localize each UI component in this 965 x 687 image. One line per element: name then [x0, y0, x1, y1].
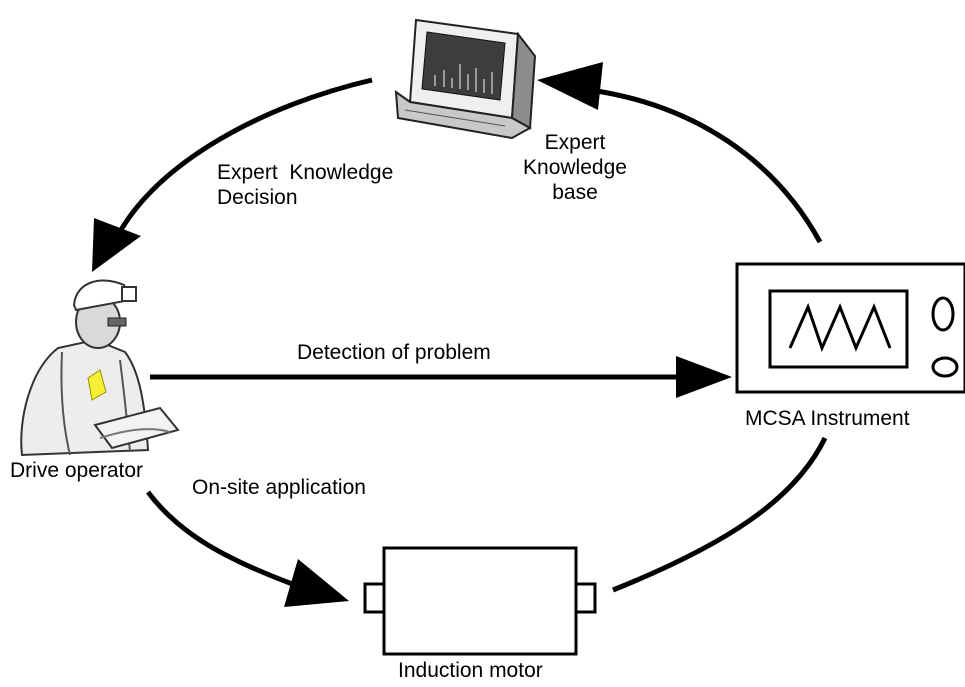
arrow-operator-to-instrument	[150, 356, 732, 398]
arrow-computer-to-operator	[92, 77, 373, 272]
computer-monitor-icon	[394, 18, 537, 140]
arrow-instrument-to-computer	[537, 62, 823, 244]
expert-knowledge-decision-label: Expert Knowledge Decision	[217, 161, 394, 209]
drive-operator-icon	[20, 279, 180, 457]
induction-motor-label: Induction motor	[398, 659, 543, 682]
detection-of-problem-label: Detection of problem	[297, 341, 491, 364]
mcsa-instrument-icon	[735, 262, 965, 394]
expert-knowledge-base-label: Expert Knowledge base	[523, 131, 627, 204]
line-motor-to-instrument	[612, 436, 828, 593]
drive-operator-label: Drive operator	[10, 459, 144, 482]
mcsa-instrument-label: MCSA Instrument	[745, 407, 910, 430]
arrow-operator-to-motor	[145, 490, 349, 607]
on-site-application-label: On-site application	[192, 476, 366, 499]
induction-motor-icon	[363, 546, 597, 656]
